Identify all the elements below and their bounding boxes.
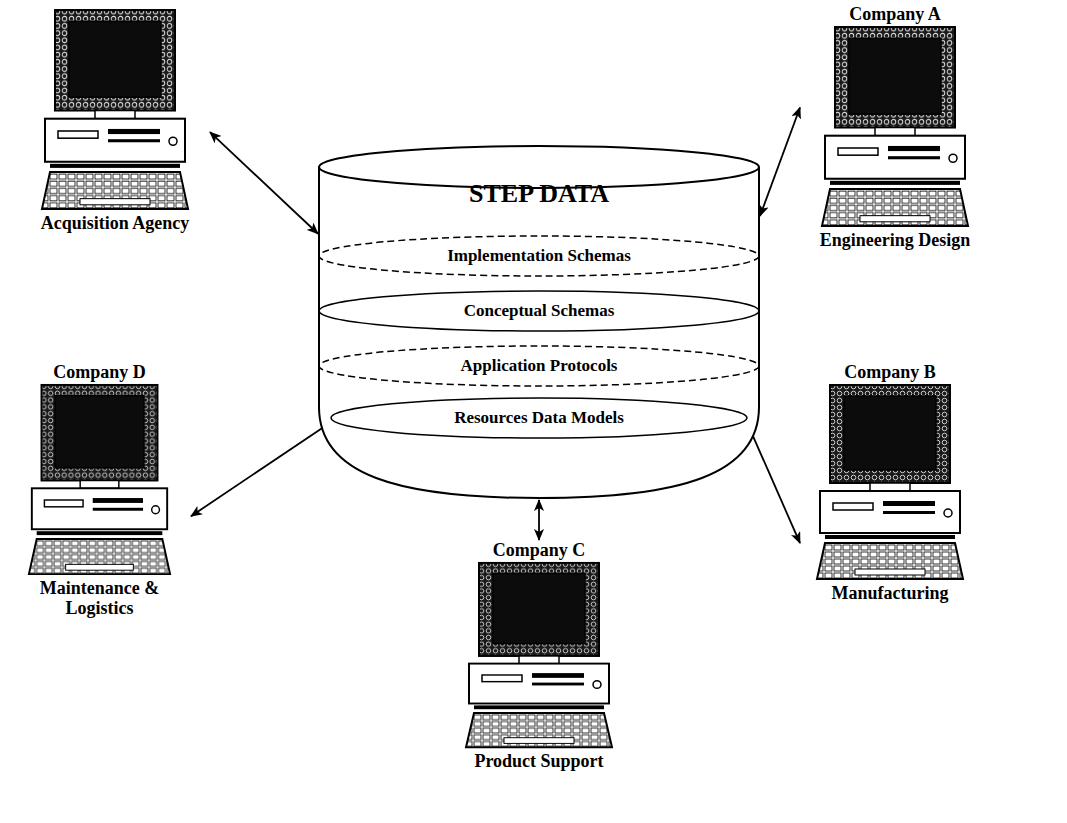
computer-icon [27,383,172,578]
double-arrow [210,132,318,234]
layer-band: Implementation Schemas [318,235,760,277]
layer-band: Resources Data Models [330,397,748,439]
computer-icon [40,8,190,213]
company-name: Company A [849,4,941,25]
layer-band: Conceptual Schemas [318,290,760,332]
double-arrow [538,500,540,540]
company-name: Company D [53,362,146,383]
double-arrow [760,107,800,216]
cylinder-title: STEP DATA [318,179,760,209]
computer-icon [820,25,970,230]
role-label: Maintenance & Logistics [8,578,191,619]
double-arrow [747,422,800,543]
computer-icon [815,383,965,583]
storage-cylinder: STEP DATA Implementation SchemasConceptua… [318,145,760,500]
company-name: Company C [493,540,586,561]
computer-station: Company C Product Support [449,540,629,771]
role-label: Manufacturing [832,583,949,604]
computer-icon [464,561,614,751]
computer-station: Company D Maintenance & Logistics [8,362,191,619]
role-label: Acquisition Agency [41,213,190,234]
layer-label: Conceptual Schemas [464,301,615,321]
layer-band: Application Protocols [318,345,760,387]
double-arrow [191,422,331,516]
role-label: Product Support [474,751,603,772]
computer-station: Company A Engineering Design [800,4,990,250]
computer-station: Company B Manufacturing [800,362,980,603]
role-label: Engineering Design [820,230,971,251]
computer-station: Acquisition Agency [20,8,210,234]
layer-label: Implementation Schemas [447,246,631,266]
layer-label: Application Protocols [461,356,618,376]
company-name: Company B [844,362,936,383]
layer-label: Resources Data Models [454,408,624,428]
